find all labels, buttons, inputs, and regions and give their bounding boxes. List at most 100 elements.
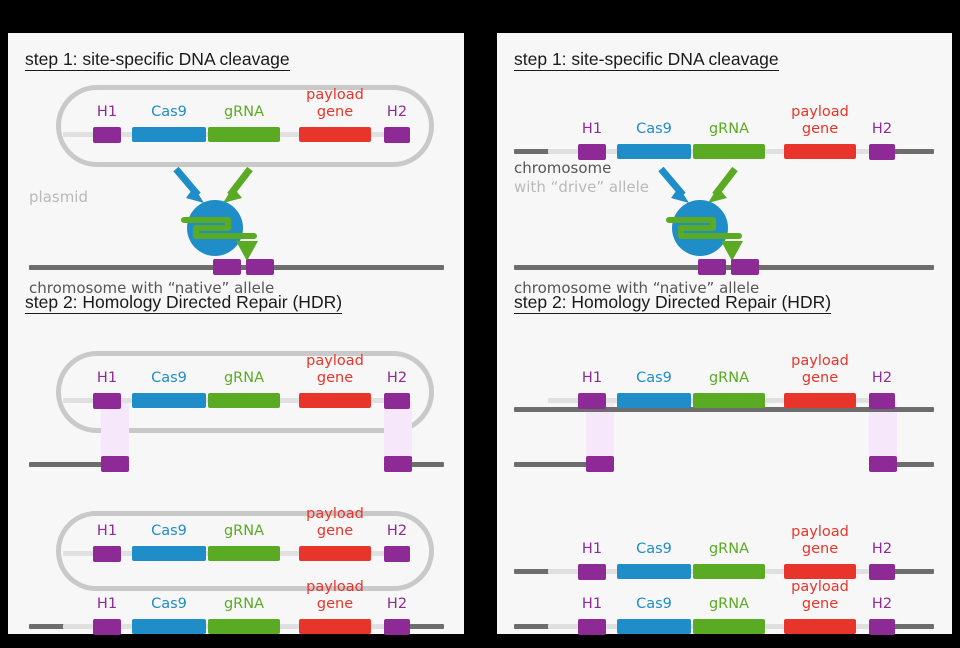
label-h1: H1: [96, 523, 118, 539]
gene-cas9: [132, 393, 206, 408]
gene-h1: [93, 392, 121, 409]
gene-grna: [208, 393, 280, 408]
gene-payload: [784, 144, 856, 159]
gene-h2: [384, 618, 410, 635]
gene-h2: [384, 392, 410, 409]
label-cas9: Cas9: [151, 596, 187, 612]
gene-h2: [869, 392, 895, 409]
homology-band-h1-left: [101, 401, 129, 465]
label-payload-line2: gene: [316, 523, 354, 539]
gene-grna: [208, 546, 280, 561]
gene-payload: [299, 546, 371, 561]
cut-site-h1-left: [101, 456, 129, 472]
label-h2: H2: [386, 104, 408, 120]
label-grna: gRNA: [708, 370, 750, 386]
gene-grna: [693, 619, 765, 634]
gene-payload: [299, 127, 371, 142]
label-h1: H1: [96, 596, 118, 612]
label-h2: H2: [871, 541, 893, 557]
caption-target-chromosome-right: chromosome with “native” allele: [514, 279, 760, 297]
construct-step2a-right: H1 Cas9 gRNA payload gene H2: [548, 354, 895, 409]
label-h1: H1: [581, 121, 603, 137]
caption-drive-chromosome-line2: with “drive” allele: [514, 178, 650, 196]
gene-grna: [693, 393, 765, 408]
target-site-h1-left: [213, 259, 241, 275]
gene-cas9: [617, 564, 691, 579]
label-payload-line2: gene: [316, 104, 354, 120]
gene-h1: [578, 618, 606, 635]
gene-h2: [384, 545, 410, 562]
gene-payload: [299, 393, 371, 408]
label-payload-line1: payload: [791, 524, 849, 540]
label-h1: H1: [581, 596, 603, 612]
gene-payload: [784, 564, 856, 579]
label-grna: gRNA: [708, 541, 750, 557]
label-cas9: Cas9: [151, 370, 187, 386]
label-grna: gRNA: [708, 121, 750, 137]
construct-step2a-left: H1 Cas9 gRNA payload gene H2: [63, 354, 410, 409]
gene-cas9: [132, 619, 206, 634]
construct-step2b-plasmid-left: H1 Cas9 gRNA payload gene H2: [63, 507, 410, 562]
grna-strand: [666, 217, 742, 239]
panel-plasmid-delivery: step 1: site-specific DNA cleavage H1 Ca…: [8, 33, 464, 635]
caption-drive-chromosome-line1: chromosome: [514, 159, 612, 177]
construct-step1-right: H1 Cas9 gRNA payload gene H2: [548, 105, 895, 160]
cut-site-h1-right: [586, 456, 614, 472]
gene-cas9: [132, 546, 206, 561]
plasmid-loop-step2a: [56, 351, 434, 433]
gene-h2: [869, 143, 895, 160]
cas9-complex-left: [158, 165, 318, 275]
construct-step2b-chromosome-left: H1 Cas9 gRNA payload gene H2: [63, 580, 410, 635]
cas9-complex-right: [643, 165, 803, 275]
gene-cas9: [617, 619, 691, 634]
gene-h1: [93, 126, 121, 143]
step2-title-left: step 2: Homology Directed Repair (HDR): [25, 292, 343, 315]
arrow-cas9-to-complex: [658, 166, 689, 203]
cut-site-h2-right: [869, 456, 897, 472]
label-payload-line1: payload: [791, 579, 849, 595]
label-h2: H2: [386, 596, 408, 612]
gene-h1: [93, 618, 121, 635]
gene-h1: [93, 545, 121, 562]
cut-chromosome-left-arm-left: [29, 462, 124, 467]
label-payload-line1: payload: [306, 87, 364, 103]
cut-chromosome-left-arm-right: [514, 462, 609, 467]
target-site-h2-right: [731, 259, 759, 275]
gene-h1: [578, 563, 606, 580]
gene-h2: [384, 126, 410, 143]
step2-title-right: step 2: Homology Directed Repair (HDR): [514, 292, 832, 315]
gene-h2: [869, 618, 895, 635]
label-payload-line1: payload: [306, 353, 364, 369]
label-cas9: Cas9: [636, 596, 672, 612]
label-h2: H2: [386, 370, 408, 386]
gene-cas9: [617, 144, 691, 159]
label-cas9: Cas9: [636, 370, 672, 386]
panel-chromosomal-drive: step 1: site-specific DNA cleavage H1 Ca…: [497, 33, 952, 635]
plasmid-loop-step2b: [56, 511, 434, 591]
construct-step2b-chrom2-right: H1 Cas9 gRNA payload gene H2: [548, 580, 895, 635]
label-h2: H2: [871, 370, 893, 386]
label-payload-line1: payload: [306, 506, 364, 522]
gene-cas9: [617, 393, 691, 408]
arrow-grna-to-complex: [708, 166, 738, 203]
cut-chromosome-right-arm-right: [875, 462, 934, 467]
homology-band-h2-left: [384, 401, 412, 465]
label-h1: H1: [96, 104, 118, 120]
gene-grna: [693, 144, 765, 159]
cut-site-arrow: [236, 241, 258, 261]
plasmid-loop-step1: [56, 85, 434, 167]
label-cas9: Cas9: [636, 121, 672, 137]
label-grna: gRNA: [223, 523, 265, 539]
gene-cas9: [132, 127, 206, 142]
arrow-grna-to-complex: [223, 166, 253, 203]
cut-site-arrow: [721, 241, 743, 261]
label-payload-line2: gene: [801, 596, 839, 612]
gene-payload: [784, 393, 856, 408]
gene-grna: [693, 564, 765, 579]
caption-plasmid: plasmid: [29, 188, 88, 206]
step1-title-left: step 1: site-specific DNA cleavage: [25, 49, 290, 72]
target-site-h2-left: [246, 259, 274, 275]
label-grna: gRNA: [223, 104, 265, 120]
label-payload-line2: gene: [316, 370, 354, 386]
label-payload-line2: gene: [316, 596, 354, 612]
